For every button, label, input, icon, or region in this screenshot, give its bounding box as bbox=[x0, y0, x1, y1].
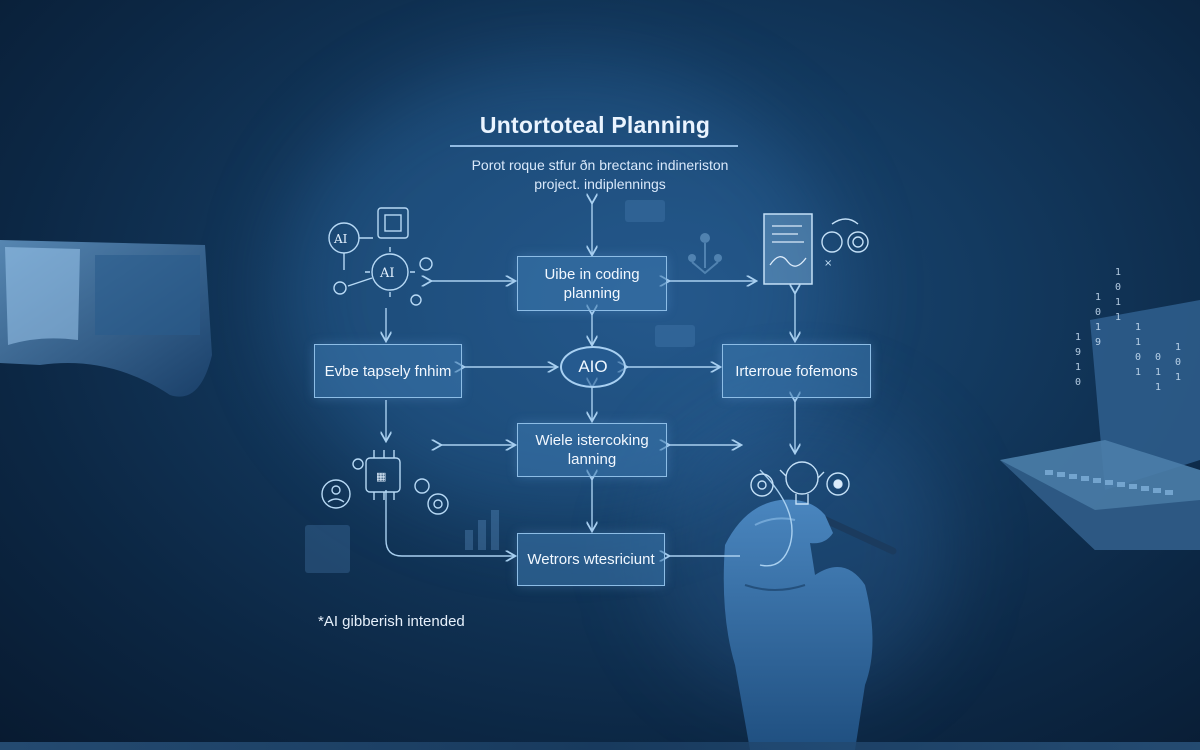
faint-panel-shape bbox=[655, 325, 695, 347]
svg-text:1: 1 bbox=[1115, 312, 1121, 323]
gear-icon-cluster-bottom-left: ▦ bbox=[321, 450, 449, 515]
faint-bar-chart-icon bbox=[460, 505, 510, 550]
svg-text:1: 1 bbox=[1115, 297, 1121, 308]
svg-text:1: 1 bbox=[1075, 362, 1081, 373]
svg-text:0: 0 bbox=[1155, 352, 1161, 363]
svg-text:0: 0 bbox=[1095, 307, 1101, 318]
diagram-title: Untortoteal Planning bbox=[479, 112, 711, 138]
ai-icon-label-top: AI bbox=[333, 232, 348, 246]
node-middle: Wiele istercoking lanning bbox=[517, 423, 667, 477]
svg-text:▦: ▦ bbox=[376, 470, 386, 483]
bottom-edge-bar bbox=[0, 742, 1200, 750]
svg-text:0: 0 bbox=[1115, 282, 1121, 293]
svg-text:1: 1 bbox=[1155, 382, 1161, 393]
network-icon bbox=[688, 233, 722, 275]
svg-text:9: 9 bbox=[1095, 337, 1101, 348]
svg-text:1: 1 bbox=[1135, 322, 1141, 333]
svg-text:1: 1 bbox=[1075, 332, 1081, 343]
svg-text:1: 1 bbox=[1095, 322, 1101, 333]
node-bottom: Wetrors wtesriciunt bbox=[517, 533, 665, 586]
node-center: AIO bbox=[560, 346, 626, 388]
ai-icon-label-mid: AI bbox=[379, 266, 395, 281]
laptop-illustration: 1 0 1 1 1 0 1 9 1 1 0 1 1 9 1 0 0 1 1 1 0 1 bbox=[1000, 267, 1200, 550]
node-right: Irterroue fofemons bbox=[722, 344, 871, 398]
svg-text:1: 1 bbox=[1135, 367, 1141, 378]
subtitle-line-1: Porot roque stfur ðn brectanc indinerist… bbox=[471, 157, 729, 173]
svg-text:0: 0 bbox=[1175, 357, 1181, 368]
svg-text:0: 0 bbox=[1075, 377, 1081, 388]
svg-text:×: × bbox=[824, 258, 832, 269]
diagram-subtitle: Porot roque stfur ðn brectanc indinerist… bbox=[440, 156, 760, 194]
svg-text:1: 1 bbox=[1135, 337, 1141, 348]
gears-lightbulb-icon bbox=[750, 461, 850, 505]
document-icon: × bbox=[763, 213, 869, 285]
faint-panel-shape bbox=[305, 525, 350, 573]
faint-panel-shape bbox=[625, 200, 665, 222]
svg-text:0: 0 bbox=[1135, 352, 1141, 363]
svg-text:1: 1 bbox=[1095, 292, 1101, 303]
subtitle-line-2: project. indiplennings bbox=[534, 176, 666, 192]
title-underline bbox=[450, 145, 738, 147]
arrow-iconsbottom-bottom bbox=[385, 490, 514, 556]
svg-text:9: 9 bbox=[1075, 347, 1081, 358]
svg-text:1: 1 bbox=[1155, 367, 1161, 378]
svg-text:1: 1 bbox=[1175, 342, 1181, 353]
ai-icon-cluster-top-left: AI AI bbox=[328, 207, 433, 306]
arrow-curve-right bbox=[759, 469, 793, 567]
node-left: Evbe tapsely fnhim bbox=[314, 344, 462, 398]
svg-text:1: 1 bbox=[1175, 372, 1181, 383]
footnote: *AI gibberish intended bbox=[318, 613, 465, 630]
svg-text:1: 1 bbox=[1115, 267, 1121, 278]
node-top: Uibe in coding planning bbox=[517, 256, 667, 311]
hand-with-pen bbox=[723, 499, 897, 750]
glass-object bbox=[0, 240, 212, 397]
